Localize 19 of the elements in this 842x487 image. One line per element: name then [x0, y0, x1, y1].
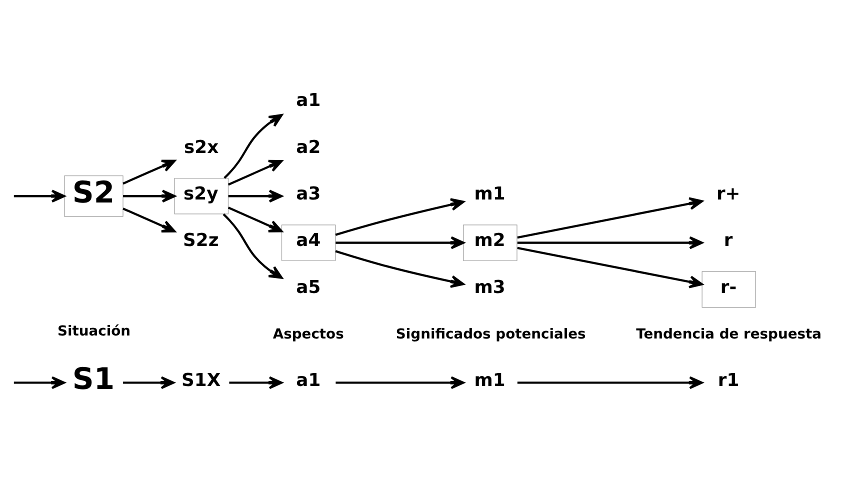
node-text: a1	[296, 370, 321, 391]
node-text: r1	[718, 370, 740, 391]
node-text: r	[724, 230, 733, 251]
node-text: S2z	[183, 230, 219, 251]
node-text: m1	[474, 182, 506, 204]
label: Tendencia de respuesta	[636, 326, 822, 342]
node-text: r+	[716, 182, 740, 204]
node-text: S1	[72, 362, 115, 397]
node-text: m3	[474, 276, 506, 298]
label: Aspectos	[272, 326, 344, 342]
node-text: m1	[474, 370, 506, 391]
node-text: a1	[296, 90, 321, 111]
node-text: s2x	[184, 136, 219, 158]
node-text: a3	[296, 182, 321, 204]
node-text: a2	[296, 136, 321, 158]
node-text: S1X	[182, 370, 221, 391]
label: Situación	[58, 323, 131, 340]
label: Significados potenciales	[396, 326, 586, 342]
node-text: a5	[296, 276, 321, 298]
